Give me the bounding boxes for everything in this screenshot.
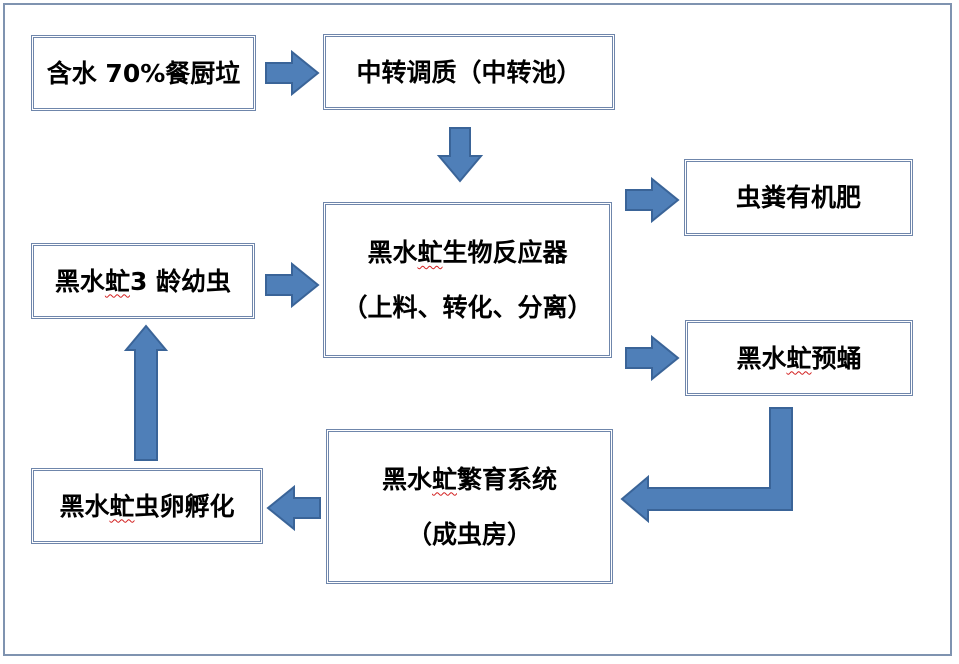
node-reactor-title: 黑水虻生物反应器: [367, 238, 568, 267]
node-hatching-label: 黑水虻虫卵孵化: [59, 491, 235, 521]
node-hatching: 黑水虻虫卵孵化: [31, 468, 263, 544]
arrow-breeding-to-hatching: [266, 484, 321, 532]
node-transfer: 中转调质（中转池）: [323, 34, 615, 110]
node-prepupa-label: 黑水虻预蛹: [736, 343, 862, 373]
arrow-larvae-to-reactor: [265, 261, 320, 309]
node-breeding-title: 黑水虻繁育系统: [381, 464, 558, 494]
node-kitchen-waste: 含水 70%餐厨垃: [31, 35, 256, 111]
arrow-prepupa-to-breeding: [620, 407, 793, 524]
node-prepupa: 黑水虻预蛹: [685, 320, 913, 396]
node-transfer-label: 中转调质（中转池）: [356, 57, 582, 87]
node-reactor: 黑水虻生物反应器 （上料、转化、分离）: [323, 202, 612, 358]
arrow-reactor-to-prepupa: [625, 334, 680, 382]
node-larvae: 黑水虻3 龄幼虫: [31, 243, 255, 319]
arrow-waste-to-transfer: [265, 49, 320, 97]
node-reactor-subtitle: （上料、转化、分离）: [342, 293, 593, 322]
arrow-hatching-to-larvae: [123, 324, 169, 461]
node-breeding: 黑水虻繁育系统 （成虫房）: [326, 429, 613, 584]
node-fertilizer: 虫粪有机肥: [684, 159, 913, 236]
node-fertilizer-label: 虫粪有机肥: [735, 183, 861, 212]
node-breeding-subtitle: （成虫房）: [406, 519, 532, 549]
diagram-frame: [3, 3, 952, 656]
node-kitchen-waste-label: 含水 70%餐厨垃: [46, 58, 241, 88]
arrow-reactor-to-fertilizer: [625, 176, 680, 224]
node-larvae-label: 黑水虻3 龄幼虫: [54, 266, 232, 296]
arrow-transfer-to-reactor: [436, 127, 484, 183]
